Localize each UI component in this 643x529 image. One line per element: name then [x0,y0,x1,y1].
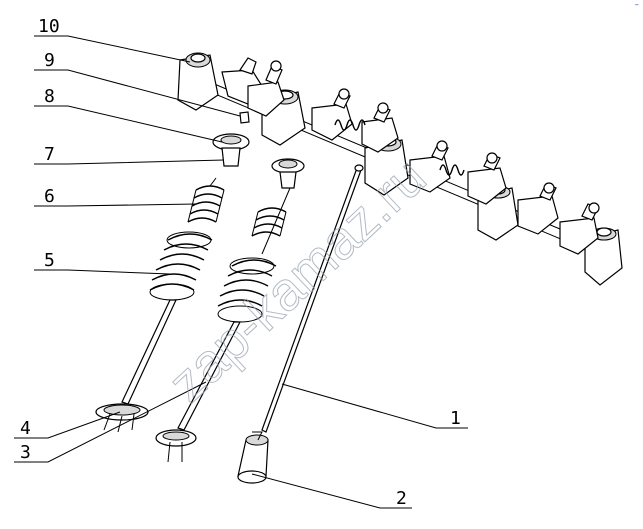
rocker-arm-5 [409,140,451,193]
watermark-text: zap-kamaz.ru [157,147,437,414]
right-outer-spring [217,257,277,323]
rocker-arm-3 [311,88,353,141]
callout-7: 7 [44,144,55,165]
rocker-shaft-assembly [177,52,623,286]
rocker-support-1 [177,52,219,111]
leader-lines [14,35,468,509]
callout-2: 2 [396,488,407,509]
left-outer-spring [149,231,213,301]
rocker-arm-7 [517,182,559,235]
callout-1: 1 [450,408,461,429]
callout-4: 4 [20,418,31,439]
callout-10: 10 [38,16,60,37]
valve-tappet [237,431,269,484]
rocker-arm-4 [361,102,399,153]
callout-labels: 10 9 8 7 6 5 4 3 1 2 [20,16,461,509]
rocker-arm-6 [467,152,507,205]
right-inner-spring [251,207,287,237]
callout-9: 9 [44,50,55,71]
right-valve-stack [155,158,305,463]
push-rod [261,164,364,433]
callout-5: 5 [44,250,55,271]
corner-mark: – [634,0,640,10]
callout-3: 3 [20,442,31,463]
callout-6: 6 [44,186,55,207]
callout-8: 8 [44,86,55,107]
rocker-arm-2 [247,60,285,117]
rocker-arm-8 [559,202,600,255]
